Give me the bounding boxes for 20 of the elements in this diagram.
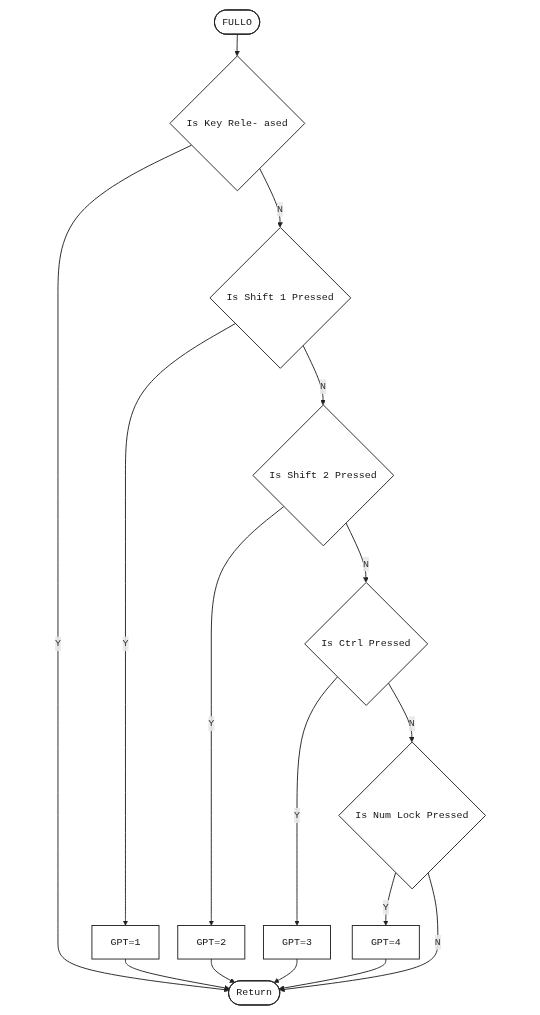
node-box — [91, 925, 160, 960]
edge-label: N — [276, 203, 283, 215]
edge-label: Y — [122, 638, 129, 650]
edge-label: N — [319, 381, 326, 393]
node-diamond — [338, 741, 486, 890]
edge-label: N — [408, 718, 415, 730]
flowchart: Y N Y N Y N Y N Y N FULLO Is Key Rele- ased Is Shift 1 Pressed GPT=1 Is Shift 2 Pressed GPT=2 Is Ctrl Pressed GPT=3 Is Num Lock Pressed GPT=4 Return — [49, 5, 491, 1010]
node-box — [177, 925, 246, 960]
node-diamond — [169, 55, 306, 192]
edge-label: N — [434, 936, 441, 948]
edge-label: Y — [54, 638, 61, 650]
node-box — [262, 925, 331, 960]
edge-label: Y — [293, 809, 300, 822]
node-diamond — [252, 404, 394, 547]
edge-label: Y — [382, 901, 389, 913]
node-diamond — [209, 227, 351, 369]
edge-label: Y — [208, 718, 215, 730]
edge-label: N — [362, 558, 369, 570]
node-diamond — [303, 582, 428, 706]
node-box — [351, 925, 420, 960]
